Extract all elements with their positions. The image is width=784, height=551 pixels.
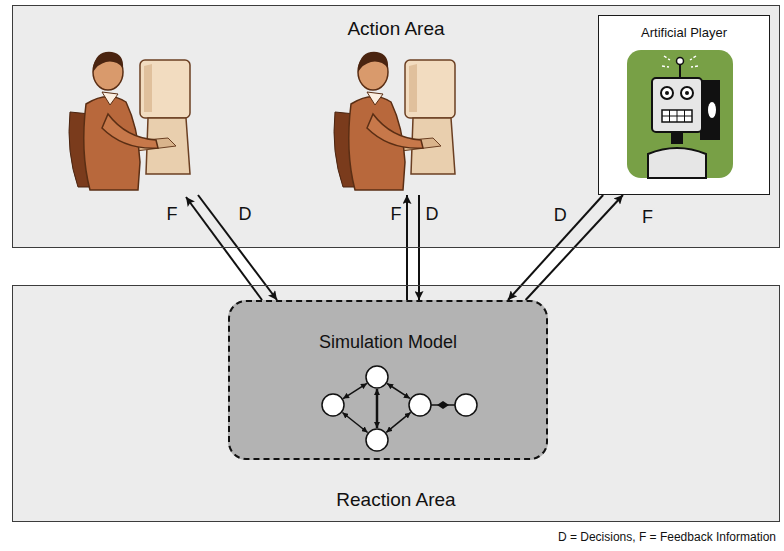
robot-head: [652, 78, 702, 132]
player-box: Artificial Player: [598, 15, 770, 195]
robot-antenna: [679, 64, 681, 78]
graph-node: [366, 429, 388, 451]
robot-body: [648, 148, 706, 178]
human-player-icon: [334, 52, 455, 190]
robot-pupil: [665, 91, 669, 95]
robot-antenna-ball: [677, 58, 684, 65]
robot-neck: [671, 132, 683, 144]
arrow-letter: D: [424, 205, 441, 225]
reaction-area-fill: [12, 285, 780, 522]
robot-icon: [627, 50, 733, 178]
graph-node: [409, 394, 431, 416]
node-title: Reaction Area: [336, 489, 455, 511]
robot-ground: [627, 50, 733, 178]
graph-diamond: [437, 401, 449, 409]
node-title: Action Area: [347, 18, 444, 40]
human-player-icon: [69, 52, 190, 190]
robot-sparks: [662, 56, 698, 67]
player-box-fill: [598, 15, 770, 195]
graph-link: [387, 384, 410, 399]
robot-mouth: [662, 110, 692, 122]
arrow-letter: F: [640, 208, 655, 228]
arrow-letter: F: [389, 205, 404, 225]
graph-node: [366, 366, 388, 388]
model-fill: [228, 300, 548, 460]
arrow-letter: D: [237, 205, 254, 225]
action-area-fill: [12, 5, 780, 248]
robot-eye: [681, 87, 693, 99]
graph-link: [386, 412, 410, 432]
graph-link: [343, 383, 367, 398]
model-graph: [322, 366, 477, 451]
robot-eye: [661, 87, 673, 99]
robot-pupil: [685, 91, 689, 95]
area-band: Reaction Area Simulation Model: [12, 285, 780, 522]
robot-ear: [708, 102, 716, 118]
arrow-letter: D: [552, 206, 569, 226]
robot-teeth: [662, 110, 692, 122]
node-title: Artificial Player: [641, 25, 727, 40]
graph-node: [322, 394, 344, 416]
node-title: Simulation Model: [319, 332, 457, 353]
model-box: Simulation Model: [228, 300, 548, 460]
graph-link: [376, 389, 379, 428]
graph-node: [455, 394, 477, 416]
arrow-letter: F: [165, 205, 180, 225]
graph-link: [342, 413, 367, 433]
legend-note: D = Decisions, F = Feedback Information: [556, 531, 778, 544]
